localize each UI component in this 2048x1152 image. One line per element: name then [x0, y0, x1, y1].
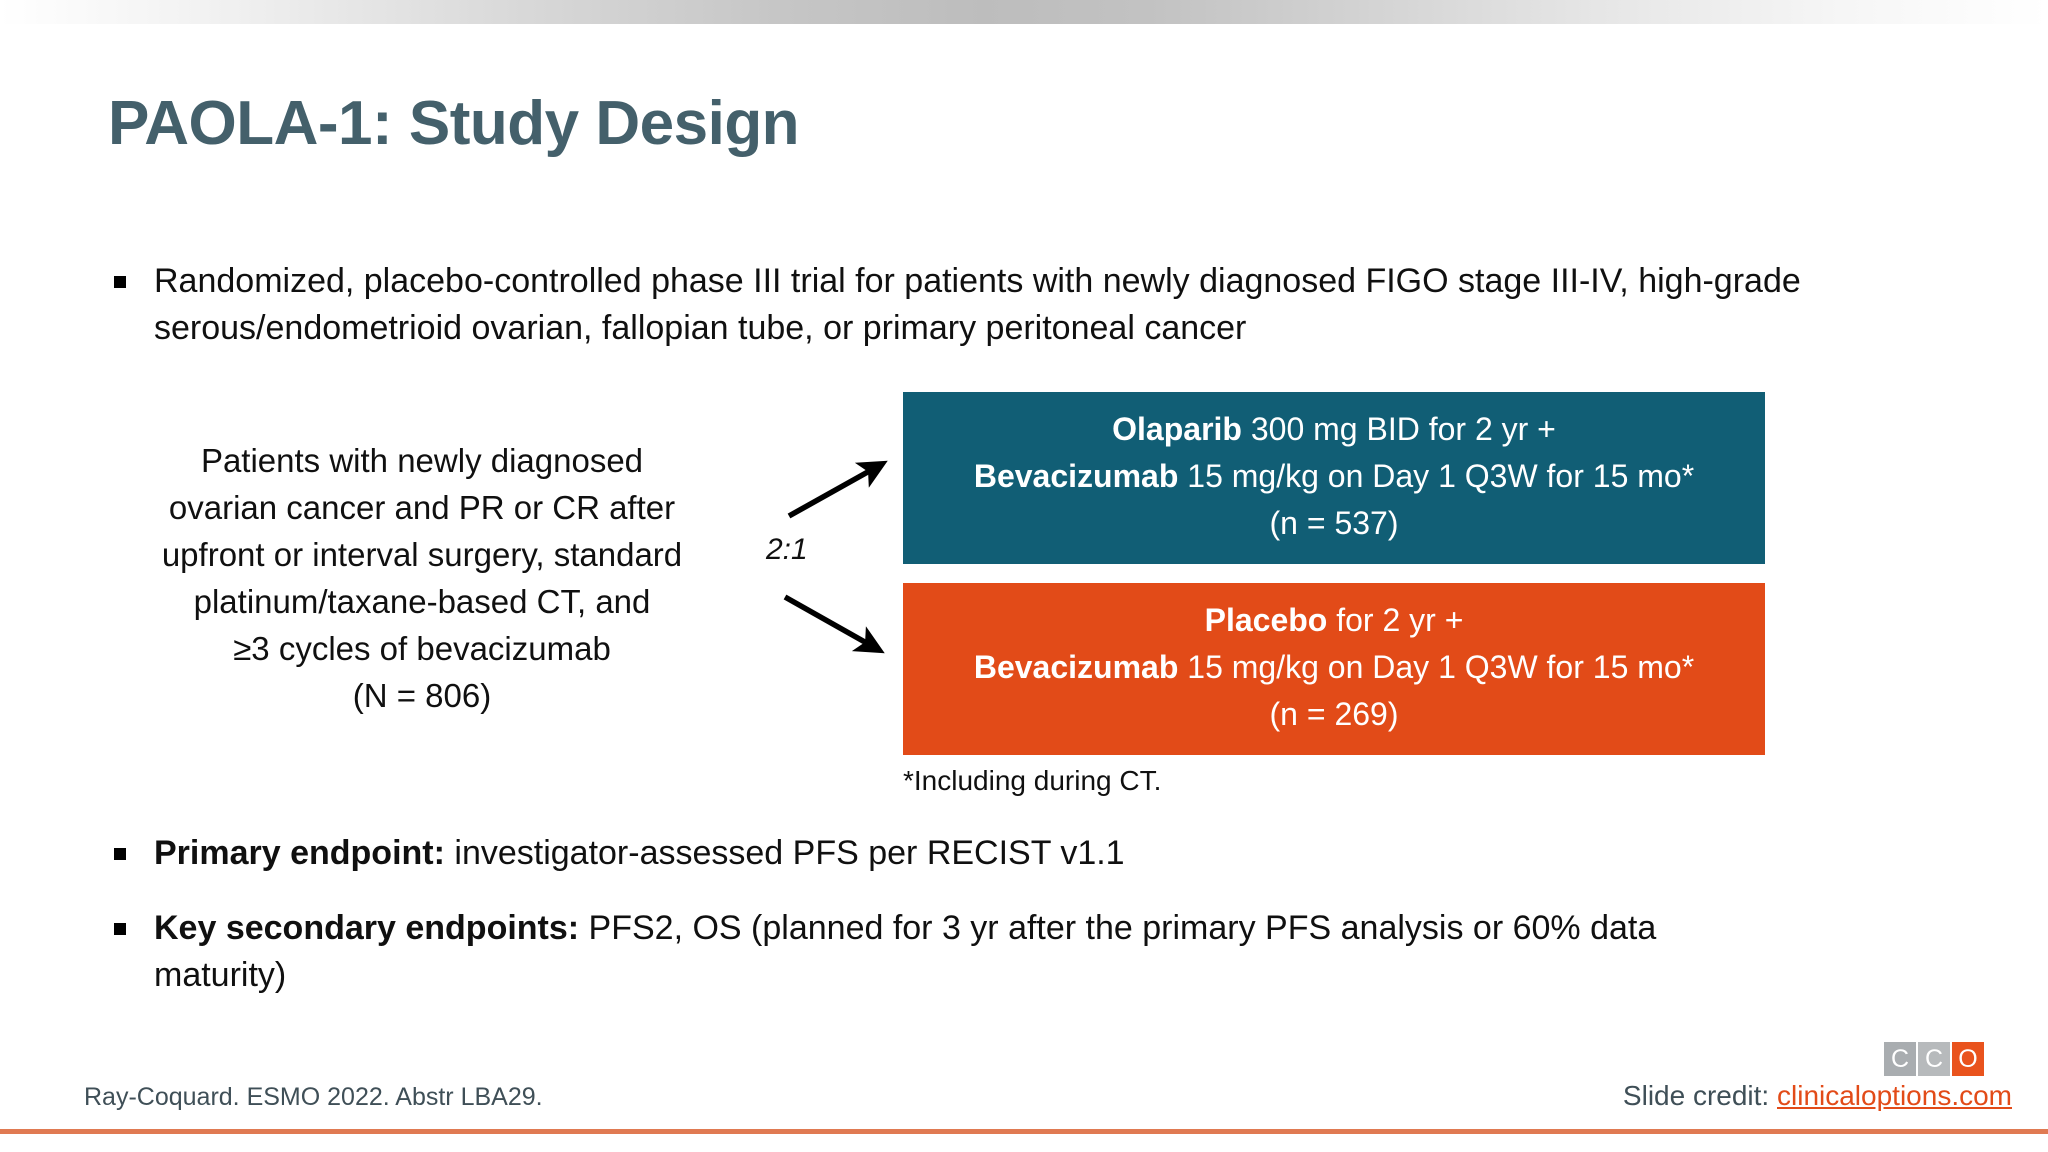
- cco-logo-letter-3: O: [1952, 1042, 1984, 1076]
- cco-logo: C C O: [1884, 1042, 1984, 1076]
- arm-control-n: (n = 269): [1269, 696, 1399, 732]
- arm-control-line-1: Placebo for 2 yr +: [929, 597, 1739, 644]
- bottom-accent-rule: [0, 1129, 2048, 1134]
- arm-experimental-line-2: Bevacizumab 15 mg/kg on Day 1 Q3W for 15…: [929, 453, 1739, 500]
- arm-experimental-drug2-detail: 15 mg/kg on Day 1 Q3W for 15 mo*: [1178, 458, 1695, 494]
- slide-credit: Slide credit: clinicaloptions.com: [1623, 1080, 2012, 1112]
- top-gradient-bar: [0, 0, 2048, 24]
- footnote-text: *Including during CT.: [903, 765, 1162, 796]
- square-bullet-icon: [112, 276, 128, 288]
- square-bullet-icon: [112, 848, 128, 860]
- bullet-intro-text: Randomized, placebo-controlled phase III…: [154, 262, 1801, 347]
- bullet-intro: Randomized, placebo-controlled phase III…: [112, 258, 1942, 352]
- population-line-5: ≥3 cycles of bevacizumab: [233, 630, 611, 667]
- arm-experimental-box: Olaparib 300 mg BID for 2 yr + Bevacizum…: [903, 392, 1765, 564]
- cco-logo-letter-1: C: [1884, 1042, 1916, 1076]
- bullet-primary-body: investigator-assessed PFS per RECIST v1.…: [444, 834, 1125, 872]
- bullet-secondary-label: Key secondary endpoints:: [154, 909, 580, 947]
- bullet-secondary-endpoints: Key secondary endpoints: PFS2, OS (plann…: [112, 905, 1752, 999]
- bullet-primary-text: Primary endpoint: investigator-assessed …: [154, 830, 1125, 877]
- bullet-secondary-text: Key secondary endpoints: PFS2, OS (plann…: [154, 905, 1752, 999]
- randomization-arrows: [783, 460, 888, 654]
- bullet-primary-label: Primary endpoint:: [154, 834, 445, 872]
- arm-experimental-line-1: Olaparib 300 mg BID for 2 yr +: [929, 406, 1739, 453]
- arm-control-drug1: Placebo: [1204, 602, 1328, 638]
- population-line-3: upfront or interval surgery, standard: [161, 536, 683, 573]
- population-line-1: Patients with newly diagnosed: [200, 442, 644, 479]
- page-title: PAOLA-1: Study Design: [108, 89, 800, 158]
- arm-control-line-2: Bevacizumab 15 mg/kg on Day 1 Q3W for 15…: [929, 644, 1739, 691]
- arm-control-drug2: Bevacizumab: [973, 649, 1179, 685]
- bullet-primary-endpoint: Primary endpoint: investigator-assessed …: [112, 830, 1812, 877]
- population-block: Patients with newly diagnosed ovarian ca…: [112, 437, 732, 719]
- arm-experimental-drug1-detail: 300 mg BID for 2 yr +: [1241, 411, 1556, 447]
- clinicaloptions-link[interactable]: clinicaloptions.com: [1777, 1080, 2012, 1111]
- slide-credit-label: Slide credit:: [1622, 1080, 1777, 1111]
- arm-experimental-drug1: Olaparib: [1112, 411, 1242, 447]
- square-bullet-icon: [112, 923, 128, 935]
- arm-experimental-drug2: Bevacizumab: [973, 458, 1179, 494]
- arm-control-box: Placebo for 2 yr + Bevacizumab 15 mg/kg …: [903, 583, 1765, 755]
- arm-control-drug2-detail: 15 mg/kg on Day 1 Q3W for 15 mo*: [1178, 649, 1695, 685]
- arm-control-drug1-detail: for 2 yr +: [1327, 602, 1464, 638]
- arm-experimental-n: (n = 537): [1269, 505, 1399, 541]
- population-line-4: platinum/taxane-based CT, and: [193, 583, 651, 620]
- cco-logo-letter-2: C: [1918, 1042, 1950, 1076]
- population-line-6: (N = 806): [352, 677, 492, 714]
- population-line-2: ovarian cancer and PR or CR after: [168, 489, 676, 526]
- citation-text: Ray-Coquard. ESMO 2022. Abstr LBA29.: [84, 1083, 543, 1111]
- randomization-ratio: 2:1: [766, 533, 808, 566]
- bullet-secondary-body: PFS2, OS (planned for 3 yr after the pri…: [154, 909, 1657, 994]
